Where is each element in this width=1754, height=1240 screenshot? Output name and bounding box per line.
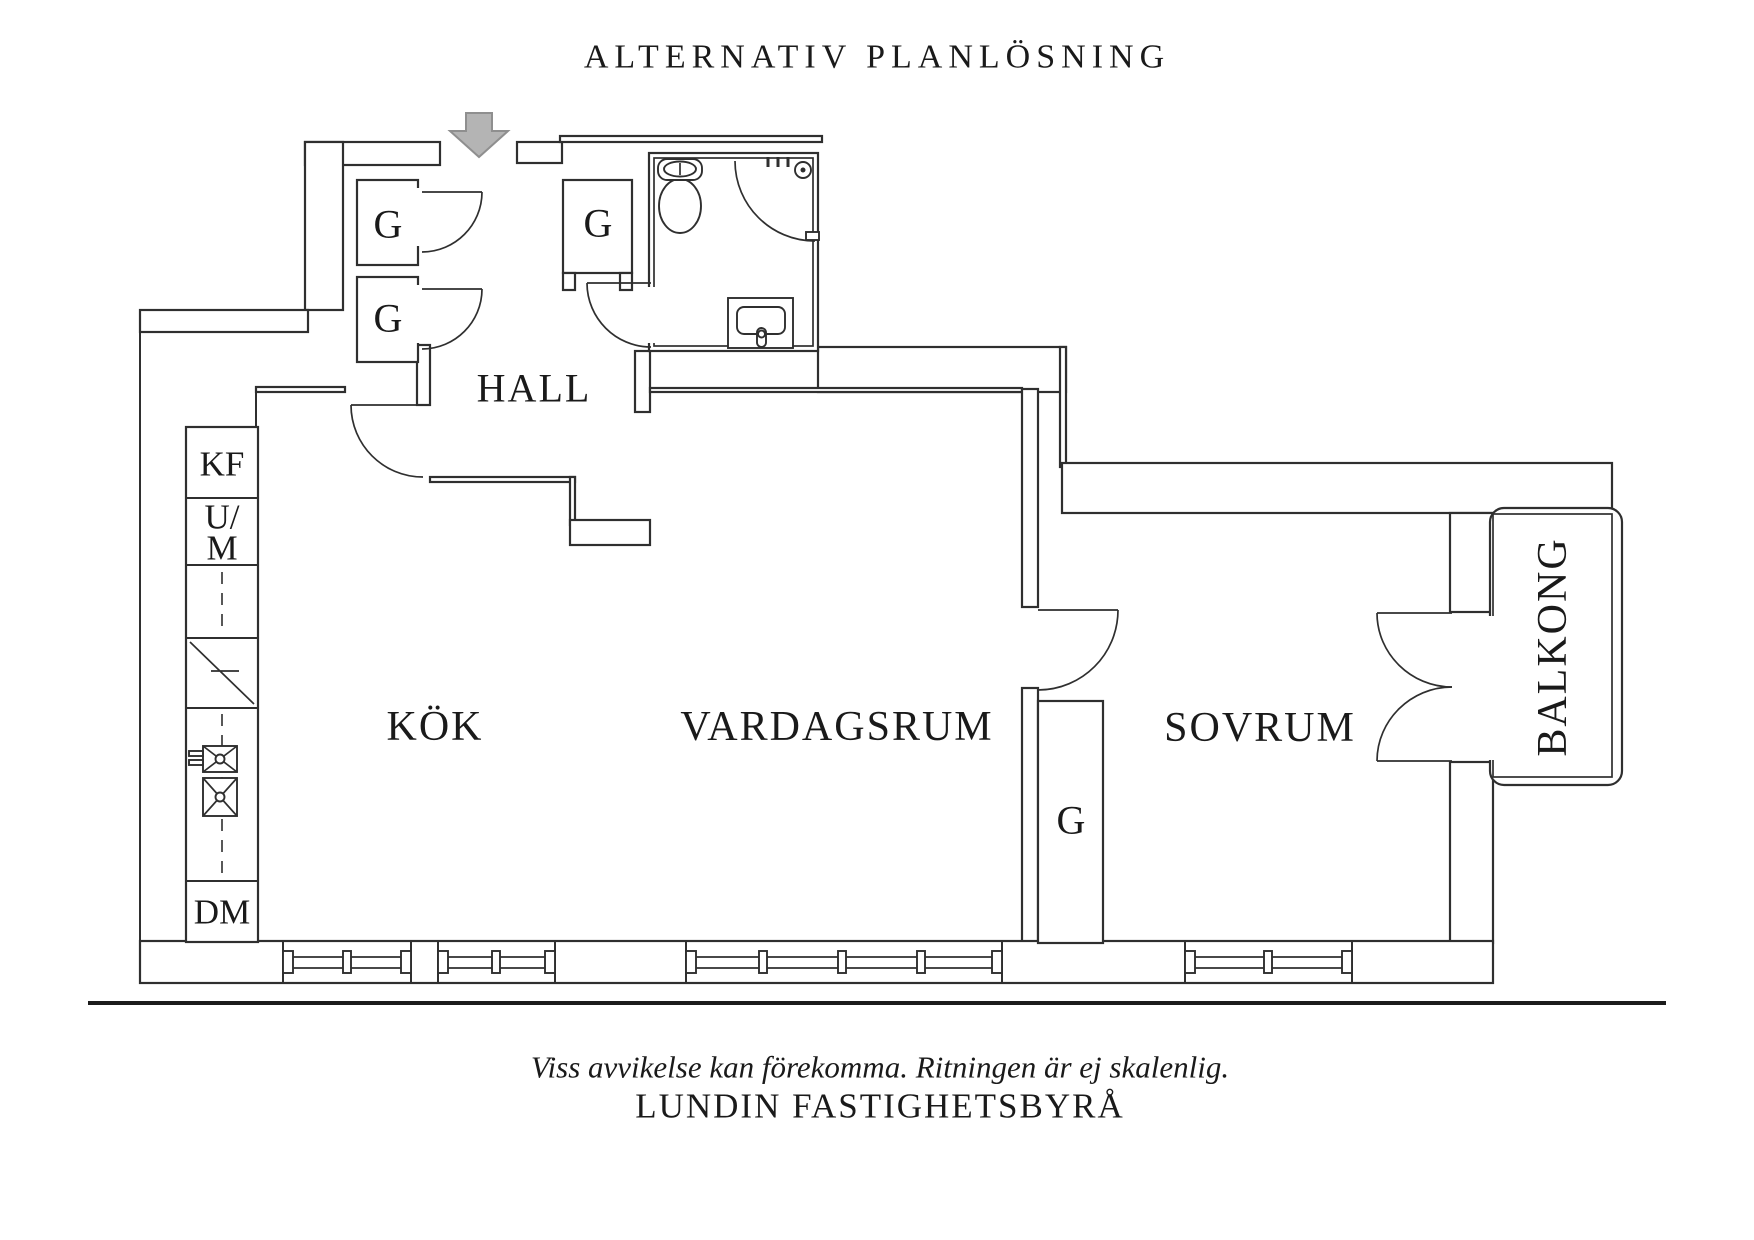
closet-label: G — [374, 296, 403, 341]
wall-living-top-inner — [648, 386, 1024, 394]
closet-label: G — [374, 202, 403, 247]
wall-right-above-door — [1448, 511, 1495, 614]
bathroom-sink — [727, 297, 794, 349]
oven-micro-label-line1: U/ — [205, 498, 240, 537]
wall-left-jog — [138, 308, 310, 334]
wall-entrance-left — [303, 140, 345, 312]
wall-hall-kitchen — [428, 475, 577, 484]
closet-bedroom: G — [1036, 699, 1105, 945]
closet-label: G — [1057, 798, 1086, 843]
window-living — [685, 941, 1003, 983]
page-title: ALTERNATIV PLANLÖSNING — [584, 39, 1170, 76]
window-kitchen-2 — [437, 941, 556, 983]
room-label-living: VARDAGSRUM — [680, 704, 993, 750]
wall-hall-step — [568, 475, 577, 527]
wall-entrance-top-right — [515, 140, 564, 165]
wall-kitchen-top — [254, 385, 347, 394]
wall-living-top-band — [816, 345, 1068, 394]
closet-label: G — [584, 201, 613, 246]
closet-hall-right: G — [561, 178, 634, 292]
balcony: BALKONG — [1376, 506, 1624, 787]
wall-kitchen-door-stub — [415, 343, 432, 407]
wall-bedroom-top-band — [1060, 461, 1614, 515]
wall-bathroom-top-outer — [558, 134, 824, 144]
closet-hall-upper: G — [355, 178, 483, 267]
window-kitchen-1 — [282, 941, 412, 983]
bathroom — [586, 151, 820, 353]
dishwasher-label: DM — [194, 893, 250, 932]
fridge-freezer-label: KF — [200, 445, 245, 484]
wall-divider-lower — [1020, 686, 1040, 945]
oven-micro-label-line2: M — [206, 529, 237, 568]
wall-kitchen-living-stub — [568, 518, 652, 547]
room-label-bedroom: SOVRUM — [1164, 705, 1356, 751]
ground-line — [88, 1001, 1666, 1005]
door-kitchen — [350, 404, 424, 478]
kitchen-sink-icon — [188, 745, 238, 817]
wall-step-connector — [1058, 345, 1068, 469]
door-balcony — [1376, 612, 1453, 762]
kitchen-appliance-column: KF U/ M DM — [184, 425, 260, 944]
room-label-kitchen: KÖK — [387, 704, 484, 750]
window-bedroom — [1184, 941, 1353, 983]
wall-hall-living-stub — [633, 349, 652, 414]
room-label-hall: HALL — [477, 366, 592, 411]
room-label-balcony: BALKONG — [1530, 537, 1576, 756]
door-bathroom — [586, 282, 652, 348]
entrance-arrow-icon — [447, 112, 511, 159]
door-bedroom — [1037, 609, 1119, 691]
wall-right-below-door — [1448, 760, 1495, 945]
toilet — [657, 158, 703, 234]
wall-divider-upper — [1020, 387, 1040, 609]
windows — [282, 941, 1353, 983]
closet-hall-lower: G — [355, 275, 483, 364]
footer-agency: LUNDIN FASTIGHETSBYRÅ — [635, 1087, 1125, 1126]
walls — [138, 134, 1614, 985]
shower — [734, 157, 820, 242]
cooktop-icon — [189, 641, 255, 705]
footer-disclaimer: Viss avvikelse kan förekomma. Ritningen … — [531, 1050, 1229, 1085]
